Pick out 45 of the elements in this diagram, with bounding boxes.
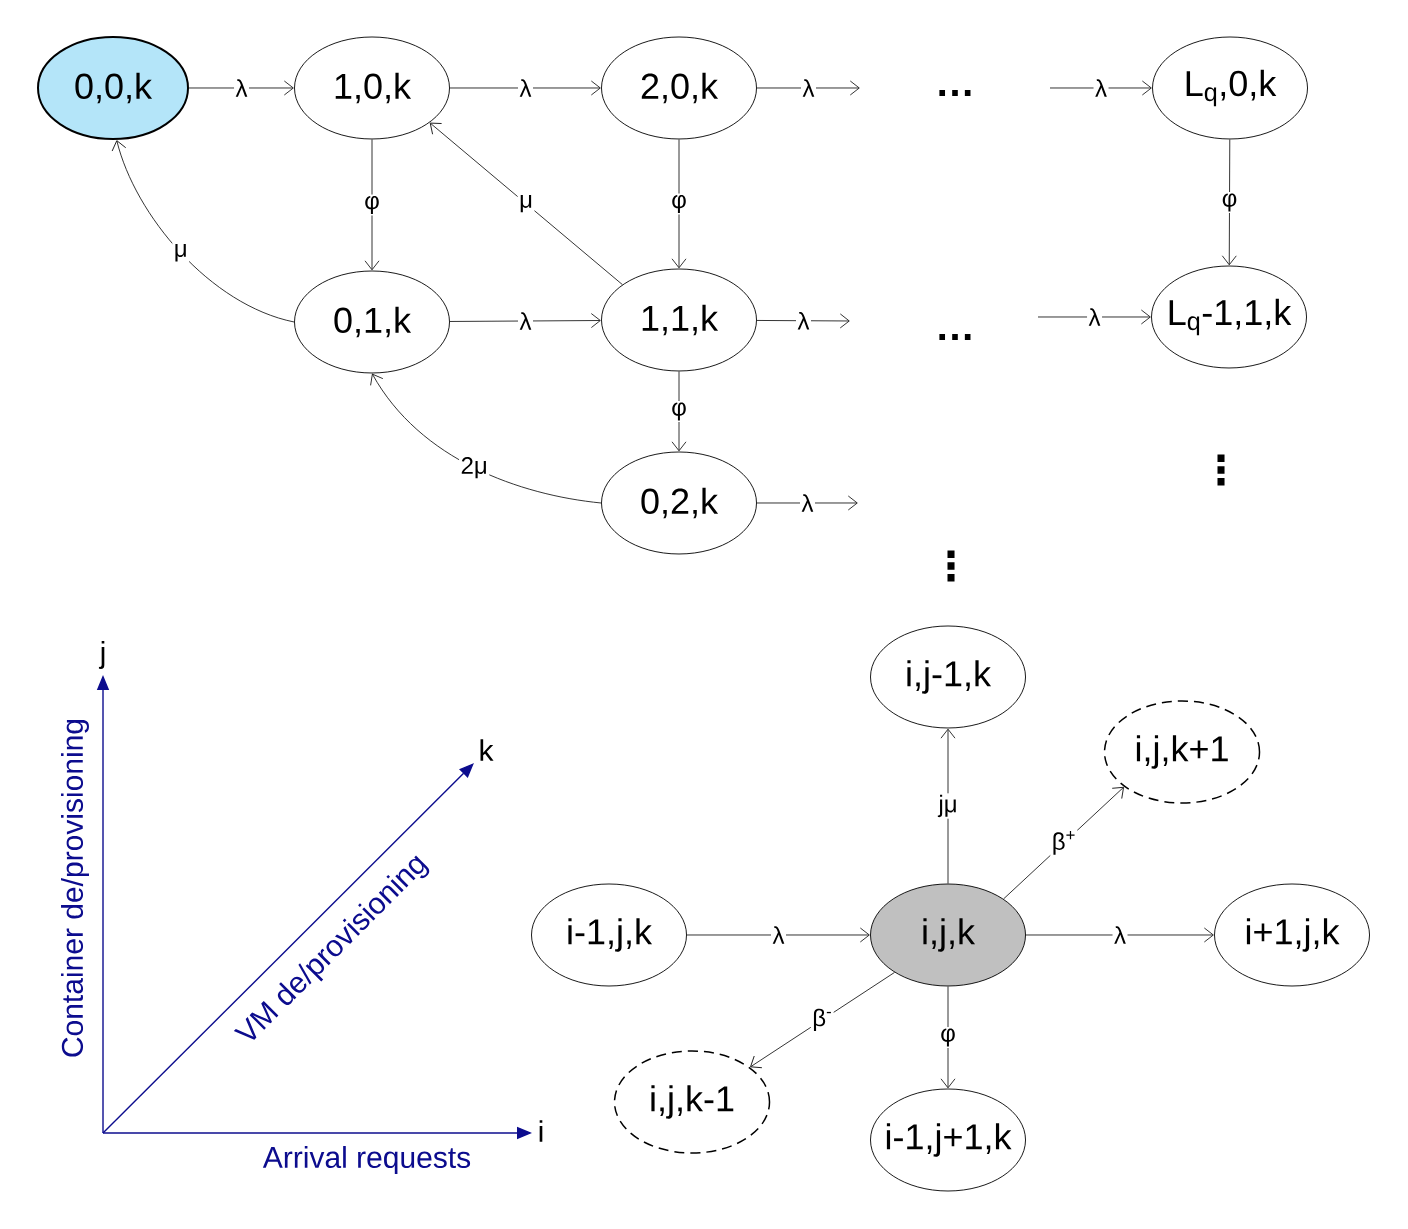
arrow xyxy=(1025,927,1214,943)
axis-letter: i xyxy=(539,1120,543,1142)
edge-label: φ xyxy=(938,1027,958,1048)
edge-label: λ xyxy=(1093,77,1109,99)
edge-label: λ xyxy=(1112,924,1128,946)
arrow xyxy=(449,80,601,96)
arrow xyxy=(686,927,870,943)
edge-label: λ xyxy=(796,310,811,331)
arrow xyxy=(429,122,623,286)
edge-label: λ xyxy=(234,77,250,99)
arrow xyxy=(449,313,601,328)
ellipsis: ⋮ xyxy=(947,550,955,582)
edge-label: jμ xyxy=(936,793,960,819)
ellipsis: … xyxy=(939,334,971,340)
edge-label: λ xyxy=(771,924,786,946)
axis-title: Container de/provisioning xyxy=(61,719,89,1057)
arrow xyxy=(188,80,294,96)
axis-title: Arrival requests xyxy=(262,1146,471,1174)
edge-label: λ xyxy=(800,492,815,514)
edge-label: μ xyxy=(172,242,190,263)
axis-letter: k xyxy=(480,739,494,761)
edge-label: λ xyxy=(518,77,533,99)
edge-label: φ xyxy=(1220,192,1239,213)
edge-label: μ xyxy=(517,193,535,214)
arrow xyxy=(111,140,295,323)
arrow xyxy=(1049,80,1152,96)
edge-label: β$^{-}$ xyxy=(810,1007,834,1033)
arrow xyxy=(364,139,380,271)
edge-label: 2μ xyxy=(459,455,490,480)
arrow xyxy=(370,373,602,504)
edge-label: λ xyxy=(518,310,533,332)
axis-letter: j xyxy=(98,641,105,669)
arrow xyxy=(756,80,860,96)
arrow xyxy=(756,495,858,511)
ellipsis: … xyxy=(939,90,971,96)
edge-label: φ xyxy=(669,401,689,422)
edge-label: λ xyxy=(801,77,816,99)
arrow xyxy=(756,313,850,329)
edge-label: λ xyxy=(1087,306,1103,328)
edge-label: φ xyxy=(669,193,689,215)
edge-label: φ xyxy=(362,194,382,216)
arrow xyxy=(671,139,687,269)
edge-label: β$^{+}$ xyxy=(1050,829,1078,857)
arrow xyxy=(1037,309,1151,325)
ellipsis: ⋮ xyxy=(1217,454,1225,486)
